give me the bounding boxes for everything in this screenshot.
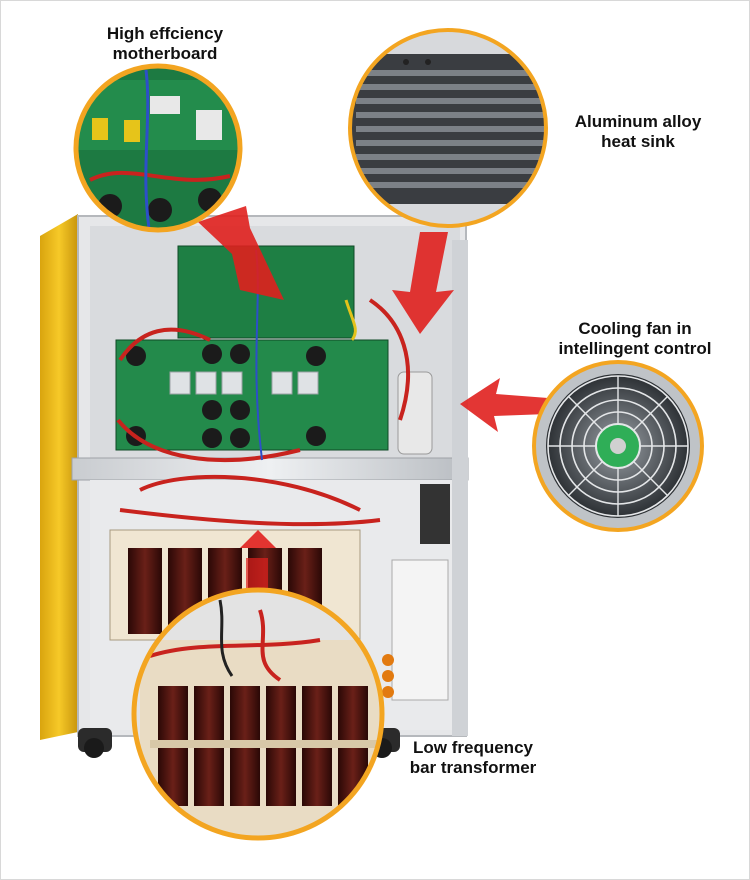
cooling-fan-callout-line1: Cooling fan in <box>578 319 692 338</box>
transformer-callout-line2: bar transformer <box>409 758 537 777</box>
heatsink-callout-line1: Aluminum alloy <box>574 112 702 131</box>
cooling-fan-callout: Cooling fan in intellingent control <box>530 319 740 359</box>
cooling-fan-zoom-circle <box>532 360 704 532</box>
arrow-heatsink <box>392 232 454 334</box>
heatsink-zoom-circle <box>348 28 548 228</box>
motherboard-callout-line2: motherboard <box>112 44 218 63</box>
motherboard-zoom-circle <box>73 63 243 233</box>
cooling-fan-callout-line2: intellingent control <box>558 339 712 358</box>
motherboard-callout: High effciency motherboard <box>70 24 260 64</box>
arrow-motherboard <box>198 206 284 300</box>
power-pcb <box>115 339 389 451</box>
arrow-transformer-tip <box>240 530 276 548</box>
transformer-zoom-circle <box>131 587 385 841</box>
capacitors <box>126 344 326 448</box>
yellow-side-door <box>40 214 78 740</box>
transformer-callout: Low frequency bar transformer <box>388 738 558 778</box>
arrow-fan <box>460 378 548 432</box>
transformer-callout-line1: Low frequency <box>413 738 533 757</box>
heatsink-callout-line2: heat sink <box>601 132 675 151</box>
motherboard-callout-line1: High effciency <box>106 24 224 43</box>
heatsink-callout: Aluminum alloy heat sink <box>548 112 728 152</box>
